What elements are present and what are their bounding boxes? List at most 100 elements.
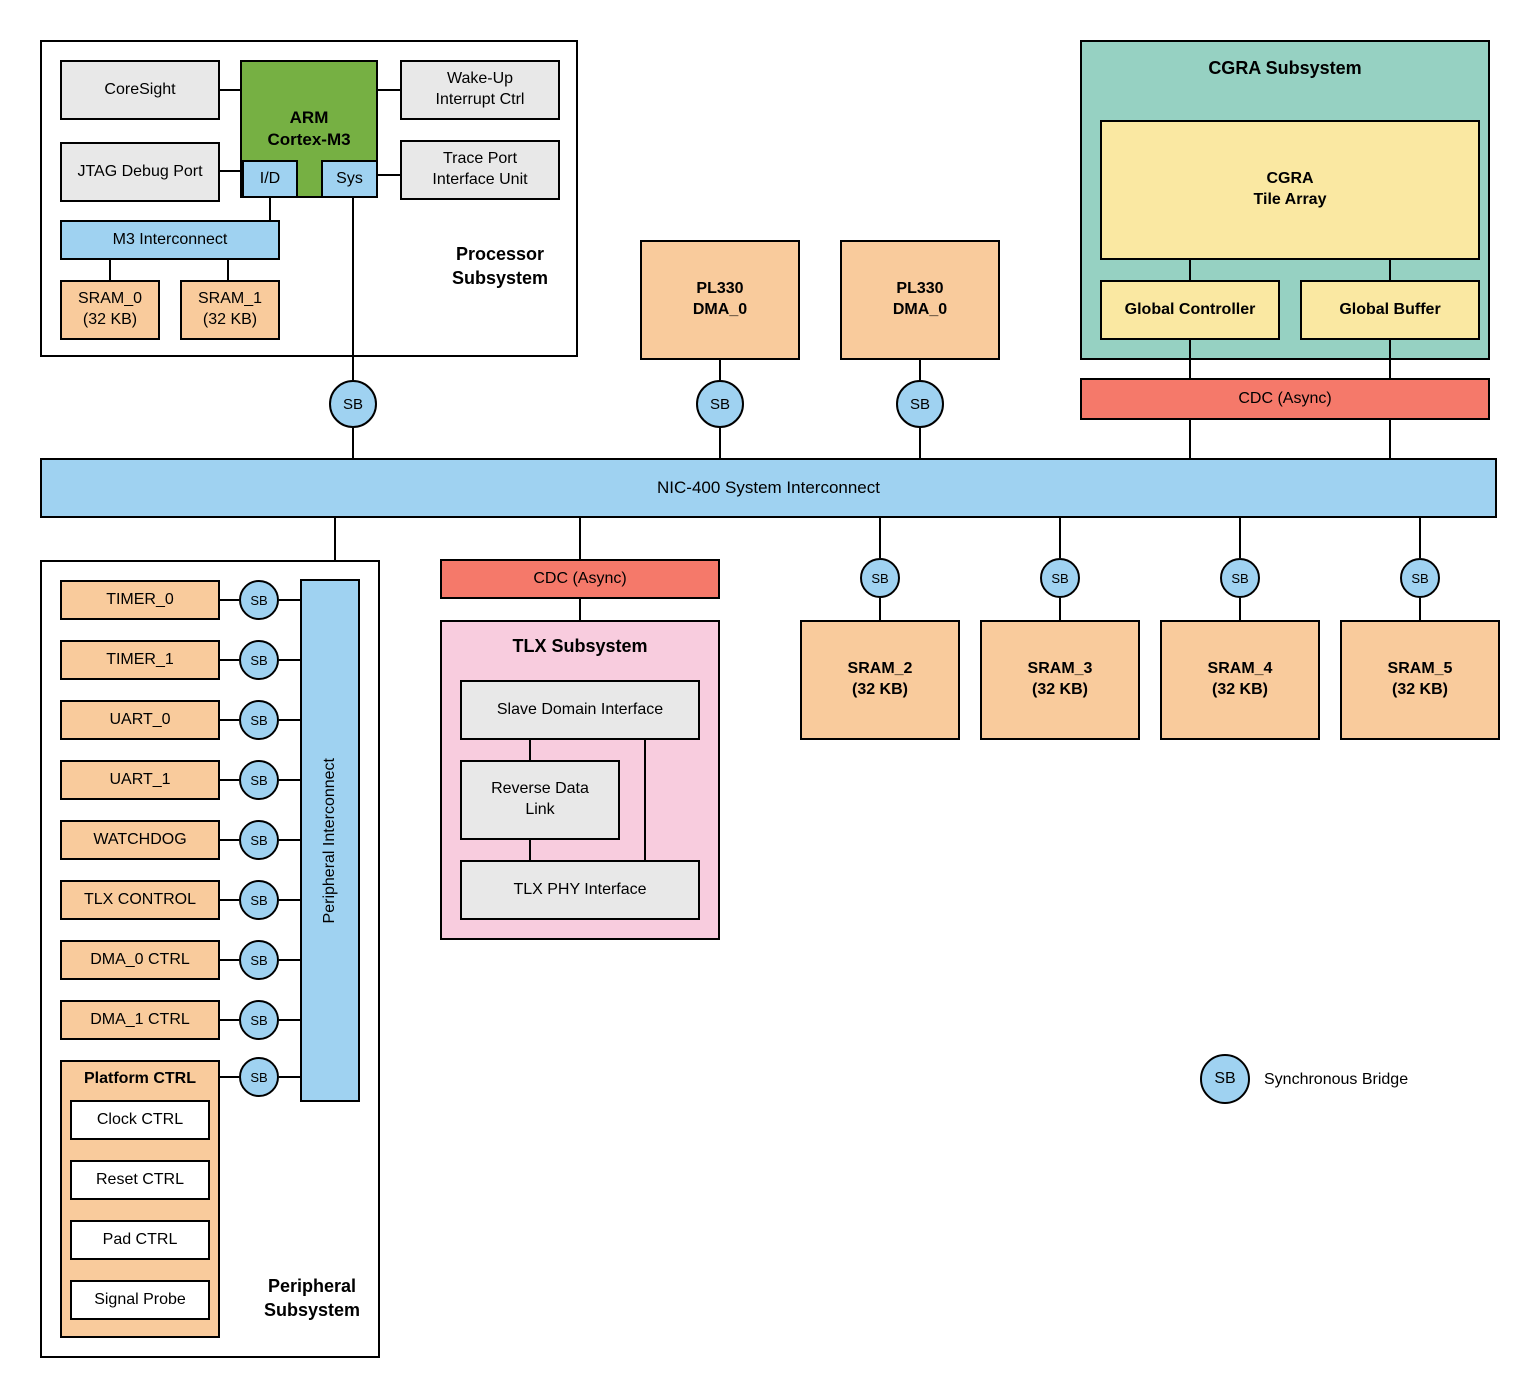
connector-gc-cdc xyxy=(1189,340,1191,378)
tile-array-label: CGRA Tile Array xyxy=(1253,170,1327,208)
sb-tlx-control: SB xyxy=(239,880,279,920)
sram5-block: SRAM_5 (32 KB) xyxy=(1340,620,1500,740)
connector-sb-sram4 xyxy=(1239,598,1241,620)
m3-interconnect-label: M3 Interconnect xyxy=(112,230,228,248)
slave-domain-label: Slave Domain Interface xyxy=(496,700,664,718)
reset-ctrl-block: Reset CTRL xyxy=(70,1160,210,1200)
pl330-dma0-label: PL330 DMA_0 xyxy=(692,280,748,318)
connector-arm-wakeup xyxy=(378,89,400,91)
connector-sbtlxcontrol-bar xyxy=(279,899,300,901)
nic400-label: NIC-400 System Interconnect xyxy=(657,477,880,497)
timer1-label: TIMER_1 xyxy=(106,650,174,668)
reverse-data-label: Reverse Data Link xyxy=(491,780,589,818)
clock-ctrl-label: Clock CTRL xyxy=(96,1110,184,1128)
connector-dma0-sb xyxy=(719,360,721,380)
connector-timer1-sb xyxy=(220,659,239,661)
connector-sbdma0ctrl-bar xyxy=(279,959,300,961)
connector-sbuart1-bar xyxy=(279,779,300,781)
connector-sb-sram2 xyxy=(879,598,881,620)
global-controller-label: Global Controller xyxy=(1124,300,1256,318)
clock-ctrl-block: Clock CTRL xyxy=(70,1100,210,1140)
connector-uart0-sb xyxy=(220,719,239,721)
tlx-phy-label: TLX PHY Interface xyxy=(513,880,647,898)
sram4-label: SRAM_4 (32 KB) xyxy=(1207,660,1273,698)
timer1-block: TIMER_1 xyxy=(60,640,220,680)
sb-label: SB xyxy=(871,570,889,586)
sram0-block: SRAM_0 (32 KB) xyxy=(60,280,160,340)
uart1-label: UART_1 xyxy=(109,770,171,788)
sys-port-label: Sys xyxy=(336,169,363,187)
connector-nic-sbsram2 xyxy=(879,518,881,558)
sb-label: SB xyxy=(250,592,268,608)
connector-slave-reverse xyxy=(529,740,531,760)
tlx-control-block: TLX CONTROL xyxy=(60,880,220,920)
peripheral-interconnect-bar: Peripheral Interconnect xyxy=(300,579,360,1102)
cgra-tile-array-block: CGRA Tile Array xyxy=(1100,120,1480,260)
connector-tlxcontrol-sb xyxy=(220,899,239,901)
pl330-dma0-block: PL330 DMA_0 xyxy=(640,240,800,360)
connector-cdc-nic-right xyxy=(1389,420,1391,458)
arm-sys-port: Sys xyxy=(321,160,378,198)
connector-m3-sram0 xyxy=(109,260,111,280)
global-buffer-block: Global Buffer xyxy=(1300,280,1480,340)
connector-sb-sram3 xyxy=(1059,598,1061,620)
sb-label: SB xyxy=(250,772,268,788)
dma1-ctrl-label: DMA_1 CTRL xyxy=(90,1010,190,1028)
sb-label: SB xyxy=(1214,1070,1236,1087)
connector-cdc-nic-left xyxy=(1189,420,1191,458)
m3-interconnect-bar: M3 Interconnect xyxy=(60,220,280,260)
signal-probe-block: Signal Probe xyxy=(70,1280,210,1320)
connector-sbtimer0-bar xyxy=(279,599,300,601)
pad-ctrl-label: Pad CTRL xyxy=(102,1230,178,1248)
coresight-block: CoreSight xyxy=(60,60,220,120)
sram3-block: SRAM_3 (32 KB) xyxy=(980,620,1140,740)
connector-sbdma1ctrl-bar xyxy=(279,1019,300,1021)
pl330-dma1-block: PL330 DMA_0 xyxy=(840,240,1000,360)
wakeup-interrupt-ctrl-block: Wake-Up Interrupt Ctrl xyxy=(400,60,560,120)
cgra-cdc-bar: CDC (Async) xyxy=(1080,378,1490,420)
jtag-debug-port-block: JTAG Debug Port xyxy=(60,142,220,202)
sb-label: SB xyxy=(250,952,268,968)
uart0-block: UART_0 xyxy=(60,700,220,740)
timer0-label: TIMER_0 xyxy=(106,590,174,608)
connector-tilearray-gb xyxy=(1389,260,1391,280)
sb-label: SB xyxy=(1051,570,1069,586)
coresight-label: CoreSight xyxy=(104,80,176,98)
signal-probe-label: Signal Probe xyxy=(94,1290,186,1308)
wakeup-label: Wake-Up Interrupt Ctrl xyxy=(435,70,525,108)
sb-uart1: SB xyxy=(239,760,279,800)
trace-label: Trace Port Interface Unit xyxy=(432,150,528,188)
pad-ctrl-block: Pad CTRL xyxy=(70,1220,210,1260)
reset-ctrl-label: Reset CTRL xyxy=(95,1170,185,1188)
connector-sbdma1-nic xyxy=(919,428,921,458)
sb-sram4: SB xyxy=(1220,558,1260,598)
connector-m3-sram1 xyxy=(227,260,229,280)
sb-label: SB xyxy=(250,1069,268,1085)
watchdog-block: WATCHDOG xyxy=(60,820,220,860)
reverse-data-link-block: Reverse Data Link xyxy=(460,760,620,840)
connector-nic-peripheral xyxy=(334,518,336,579)
peripheral-subsystem-title: Peripheral Subsystem xyxy=(263,1276,361,1321)
dma1-ctrl-block: DMA_1 CTRL xyxy=(60,1000,220,1040)
processor-subsystem-title: Processor Subsystem xyxy=(451,244,549,289)
arm-id-port: I/D xyxy=(242,160,298,198)
nic400-interconnect-bar: NIC-400 System Interconnect xyxy=(40,458,1497,518)
pl330-dma1-label: PL330 DMA_0 xyxy=(892,280,948,318)
connector-tilearray-gc xyxy=(1189,260,1191,280)
cgra-subsystem-title: CGRA Subsystem xyxy=(1208,58,1362,78)
dma0-ctrl-block: DMA_0 CTRL xyxy=(60,940,220,980)
connector-reverse-phy xyxy=(529,840,531,860)
timer0-block: TIMER_0 xyxy=(60,580,220,620)
sb-label: SB xyxy=(250,1012,268,1028)
connector-sys-sb xyxy=(352,198,354,380)
sb-timer1: SB xyxy=(239,640,279,680)
id-port-label: I/D xyxy=(259,169,281,187)
jtag-label: JTAG Debug Port xyxy=(77,162,203,180)
connector-jtag-id xyxy=(220,170,242,172)
tlx-control-label: TLX CONTROL xyxy=(83,890,196,908)
connector-sb-sram5 xyxy=(1419,598,1421,620)
trace-port-interface-block: Trace Port Interface Unit xyxy=(400,140,560,200)
sb-dma1-ctrl: SB xyxy=(239,1000,279,1040)
connector-sbplatform-bar xyxy=(279,1076,300,1078)
